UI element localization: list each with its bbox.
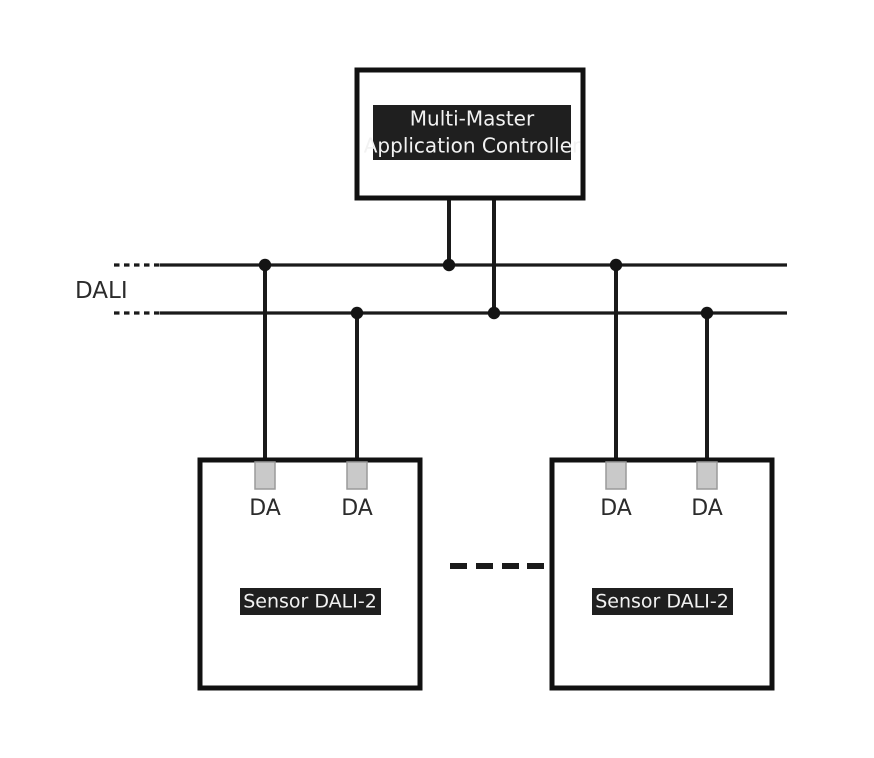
sensor-2-terminal-da-1[interactable]: [605, 461, 627, 490]
sensor-2-terminal-da-2-label: DA: [691, 496, 723, 521]
sensor-1-terminal-da-1[interactable]: [254, 461, 276, 490]
bus-label-dali: DALI: [75, 278, 128, 304]
junction-sensor2-da1-top: [609, 258, 623, 272]
sensor-1-terminal-da-2-label: DA: [341, 496, 373, 521]
controller-title-line-2: Application Controller: [364, 134, 581, 158]
sensor-1-box[interactable]: [197, 457, 423, 691]
sensor-2-box[interactable]: [549, 457, 775, 691]
continuation-dash-2: [476, 563, 493, 569]
sensor-1-label-band: [240, 588, 381, 615]
junction-sensor1-da1-top: [258, 258, 272, 272]
sensor-2-label-band: [592, 588, 733, 615]
sensor-1-terminal-da-1-label: DA: [249, 496, 281, 521]
junction-sensor2-da2-bottom: [700, 306, 714, 320]
continuation-dash-3: [502, 563, 519, 569]
junction-sensor1-da2-bottom: [350, 306, 364, 320]
controller-title-line-1: Multi-Master: [410, 107, 535, 131]
continuation-dash-4: [527, 563, 544, 569]
sensor-2-terminal-da-2[interactable]: [696, 461, 718, 490]
sensor-1-terminal-da-2[interactable]: [346, 461, 368, 490]
continuation-dash-1: [450, 563, 467, 569]
junction-controller-right-bottom: [487, 306, 501, 320]
sensor-2-label: Sensor DALI-2: [595, 591, 729, 613]
sensor-2-terminal-da-1-label: DA: [600, 496, 632, 521]
controller-label-band: [373, 105, 571, 160]
sensor-1-label: Sensor DALI-2: [243, 591, 377, 613]
junction-controller-left-top: [442, 258, 456, 272]
